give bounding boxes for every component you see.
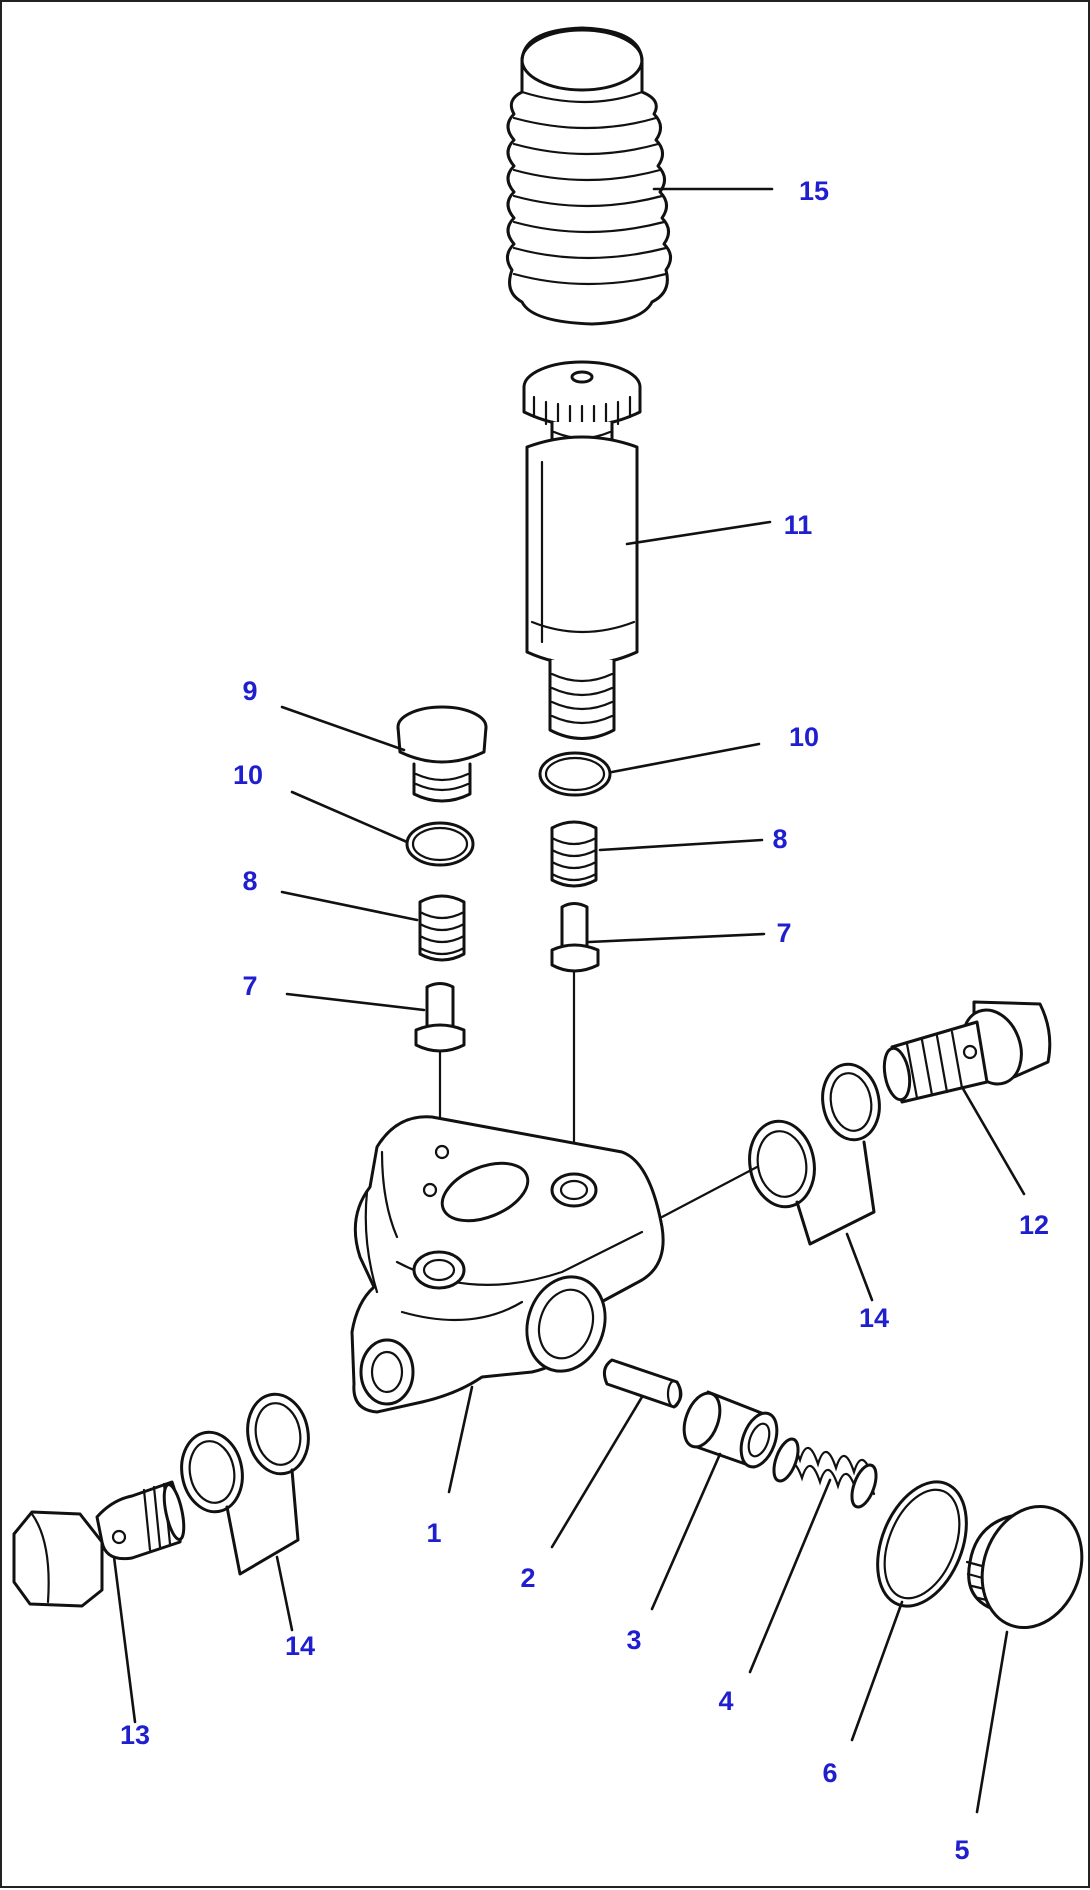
part-washers-14-right: [660, 1062, 881, 1246]
part-pin-2: [602, 1358, 683, 1409]
part-sleeve-3: [682, 1390, 779, 1469]
callout-14a: 14: [859, 1303, 889, 1333]
part-spring-8-left: [418, 894, 466, 962]
part-priming-pump: [522, 360, 642, 740]
part-spring-4: [772, 1437, 878, 1509]
part-valve-7-left: [414, 982, 466, 1053]
callout-11: 11: [784, 510, 813, 540]
callout-6: 6: [822, 1758, 837, 1788]
leader-2: [550, 1395, 644, 1549]
leader-6: [850, 1600, 904, 1742]
leader-13: [112, 1555, 137, 1724]
callout-12: 12: [1019, 1210, 1049, 1240]
leader-7-left: [285, 992, 426, 1012]
part-valve-7-right: [550, 902, 600, 973]
leader-9: [280, 705, 406, 752]
callout-2: 2: [520, 1563, 535, 1593]
leader-8-left: [280, 890, 419, 922]
part-pump-body: [350, 1115, 665, 1414]
callout-7a: 7: [242, 971, 257, 1001]
leader-10-left: [290, 790, 409, 844]
part-banjo-bolt-12: [882, 1000, 1052, 1104]
leader-10-right: [610, 742, 761, 774]
part-washers-14-left: [180, 1392, 310, 1576]
leader-4: [748, 1478, 832, 1674]
callout-9: 9: [242, 676, 257, 706]
callout-10a: 10: [233, 760, 263, 790]
part-o-ring-10-left: [405, 821, 475, 867]
part-plug-9: [396, 705, 488, 803]
leader-8-right: [598, 838, 764, 852]
part-boot: [506, 26, 672, 326]
part-gasket-6: [876, 1480, 968, 1608]
leader-14-left: [275, 1555, 294, 1632]
leader-12: [960, 1085, 1026, 1196]
leader-7-right: [587, 932, 766, 944]
callout-8a: 8: [242, 866, 257, 896]
part-plug-5: [965, 1504, 1084, 1630]
callout-5: 5: [954, 1835, 969, 1865]
callout-10b: 10: [789, 722, 819, 752]
callout-14b: 14: [285, 1631, 315, 1661]
leader-5: [975, 1630, 1009, 1814]
callout-4: 4: [718, 1686, 733, 1716]
leader-3: [650, 1452, 722, 1611]
part-banjo-bolt-13: [12, 1480, 186, 1608]
leader-11: [625, 520, 772, 546]
leader-14-right: [845, 1232, 874, 1302]
part-o-ring-10-right: [538, 751, 612, 797]
callout-8b: 8: [772, 824, 787, 854]
callout-15: 15: [799, 176, 829, 206]
part-spring-8-right: [550, 820, 598, 888]
callout-7b: 7: [776, 918, 791, 948]
callout-1: 1: [426, 1518, 441, 1548]
callout-13: 13: [120, 1720, 150, 1750]
callout-3: 3: [626, 1625, 641, 1655]
leader-1: [447, 1385, 474, 1494]
